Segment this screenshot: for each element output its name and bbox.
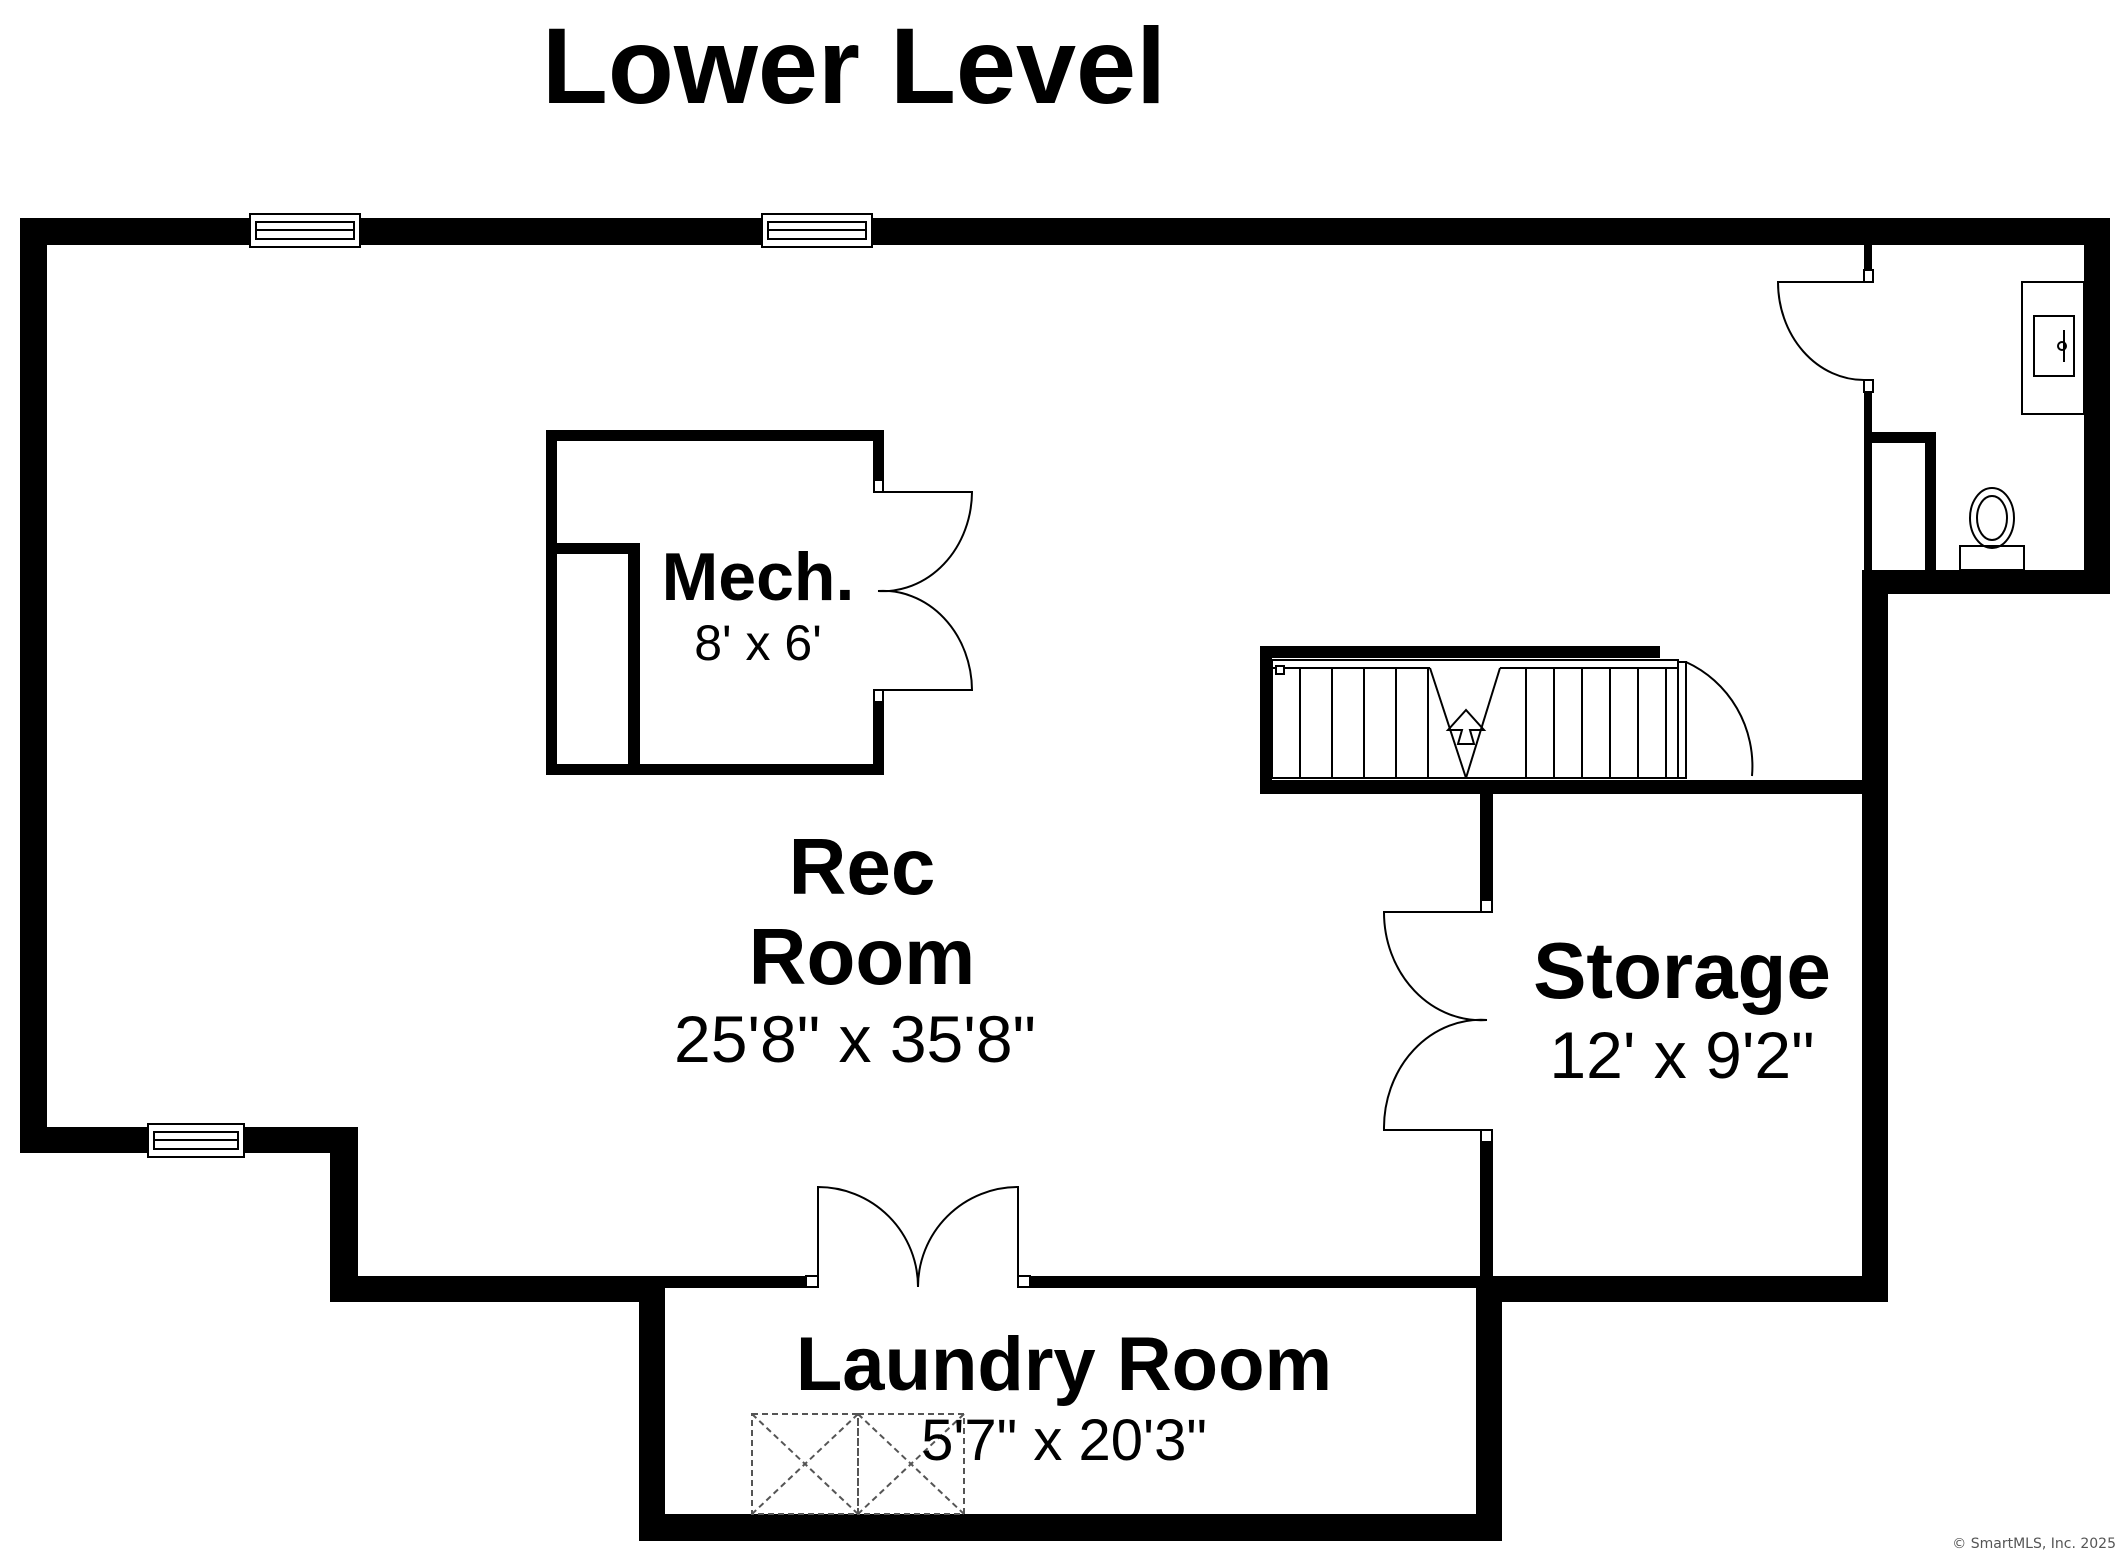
mech-wall-left — [546, 430, 557, 775]
laundry-room-name: Laundry Room — [796, 1322, 1332, 1407]
wall-right — [1862, 570, 1888, 1302]
stair-treads — [1271, 659, 1680, 779]
mech-wall-right-upper — [873, 430, 884, 480]
laundry-double-door — [805, 1185, 1031, 1288]
windows — [147, 213, 873, 1158]
staircase — [1260, 646, 1872, 794]
bath-door — [1776, 269, 1874, 393]
mech-room — [546, 430, 884, 775]
stair-wall-left — [1260, 646, 1272, 794]
laundry-room-dimensions: 5'7" x 20'3" — [921, 1408, 1207, 1473]
copyright-notice: © SmartMLS, Inc. 2025 — [1952, 1536, 2116, 1552]
stair-door — [1677, 661, 1754, 779]
wall-laundry-bottom — [639, 1514, 1502, 1541]
mech-room-dimensions: 8' x 6' — [694, 615, 822, 671]
stair-wall-bottom — [1260, 780, 1872, 794]
bathroom — [1776, 244, 2085, 594]
storage-room-dimensions: 12' x 9'2" — [1549, 1018, 1814, 1092]
laundry-top-wall — [640, 1276, 1488, 1288]
rec-room-name-line2: Room — [749, 912, 976, 1001]
dryer-icon — [857, 1413, 965, 1515]
wall-left-step — [330, 1127, 358, 1302]
sink-icon — [2021, 281, 2085, 415]
page-title: Lower Level — [542, 5, 1166, 126]
storage-double-door — [1382, 899, 1493, 1143]
stair-wall-top — [1260, 646, 1660, 658]
storage-room-walls — [1480, 780, 1493, 1290]
wall-bottom-right — [1476, 1276, 1888, 1302]
mech-closet-right — [628, 543, 640, 775]
storage-room-name: Storage — [1533, 926, 1831, 1015]
wall-bath-bottom — [1862, 570, 2110, 594]
window-top-left — [249, 213, 361, 248]
mech-closet-top — [546, 543, 640, 554]
mech-double-door — [873, 479, 974, 703]
mech-wall-top — [546, 430, 884, 441]
wall-top — [20, 218, 2110, 245]
rec-room-name-line1: Rec — [789, 822, 936, 911]
window-bottom-left — [147, 1123, 245, 1158]
exterior-walls — [20, 218, 2110, 1541]
bath-closet-right — [1925, 432, 1936, 594]
wall-bath-right — [2084, 218, 2110, 594]
mech-room-name: Mech. — [662, 539, 855, 615]
mech-wall-right-lower — [873, 700, 884, 775]
storage-wall-left-lower — [1480, 1140, 1493, 1290]
wall-left — [20, 218, 47, 1153]
wall-bottom-left — [330, 1276, 640, 1302]
bath-closet-top — [1864, 432, 1936, 443]
washer-icon — [751, 1413, 859, 1515]
toilet-icon — [1959, 487, 2025, 571]
bath-wall-upper — [1864, 244, 1872, 280]
rec-room-dimensions: 25'8" x 35'8" — [674, 1002, 1036, 1076]
wall-laundry-right — [1476, 1276, 1502, 1541]
stair-arrow-icon — [1445, 708, 1487, 745]
storage-wall-left-upper — [1480, 780, 1493, 900]
bath-wall-lower — [1864, 390, 1872, 594]
window-top-center — [761, 213, 873, 248]
mech-wall-bottom — [546, 764, 884, 775]
wall-laundry-left — [639, 1276, 665, 1541]
